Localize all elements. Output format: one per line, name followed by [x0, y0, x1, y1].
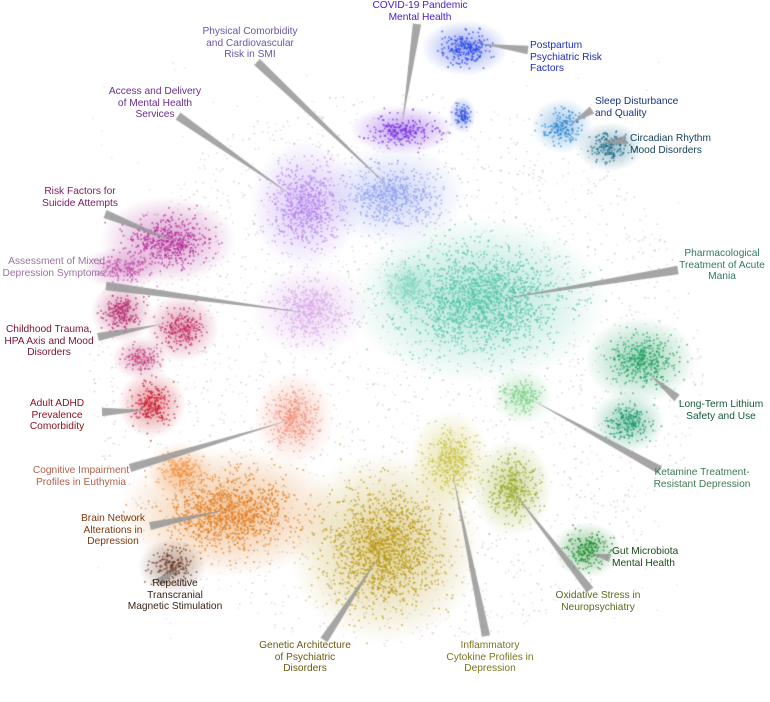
- label-mixed: Assessment of Mixed Depression Symptoms: [2, 256, 105, 279]
- label-adhd: Adult ADHD Prevalence Comorbidity: [29, 398, 85, 432]
- label-trauma: Childhood Trauma, HPA Axis and Mood Diso…: [4, 324, 94, 358]
- label-sleep: Sleep Disturbance and Quality: [595, 96, 679, 119]
- label-suicide: Risk Factors for Suicide Attempts: [42, 186, 118, 209]
- label-ketamine: Ketamine Treatment- Resistant Depression: [653, 467, 751, 490]
- label-lithium: Long-Term Lithium Safety and Use: [678, 399, 764, 422]
- label-smi: Physical Comorbidity and Cardiovascular …: [202, 26, 298, 60]
- label-cytokine: Inflammatory Cytokine Profiles in Depres…: [446, 640, 534, 674]
- label-circadian: Circadian Rhythm Mood Disorders: [630, 133, 711, 156]
- label-oxidative: Oxidative Stress in Neuropsychiatry: [555, 590, 641, 613]
- label-cognitive: Cognitive Impairment Profiles in Euthymi…: [32, 465, 130, 488]
- label-mania: Pharmacological Treatment of Acute Mania: [679, 248, 765, 282]
- label-genetic: Genetic Architecture of Psychiatric Diso…: [259, 640, 351, 674]
- label-gut: Gut Microbiota Mental Health: [612, 546, 679, 569]
- label-covid: COVID-19 Pandemic Mental Health: [372, 0, 468, 23]
- label-access: Access and Delivery of Mental Health Ser…: [108, 86, 202, 120]
- label-postpartum: Postpartum Psychiatric Risk Factors: [530, 40, 602, 74]
- label-brain: Brain Network Alterations in Depression: [81, 513, 145, 547]
- label-tms: Repetitive Transcranial Magnetic Stimula…: [127, 578, 223, 612]
